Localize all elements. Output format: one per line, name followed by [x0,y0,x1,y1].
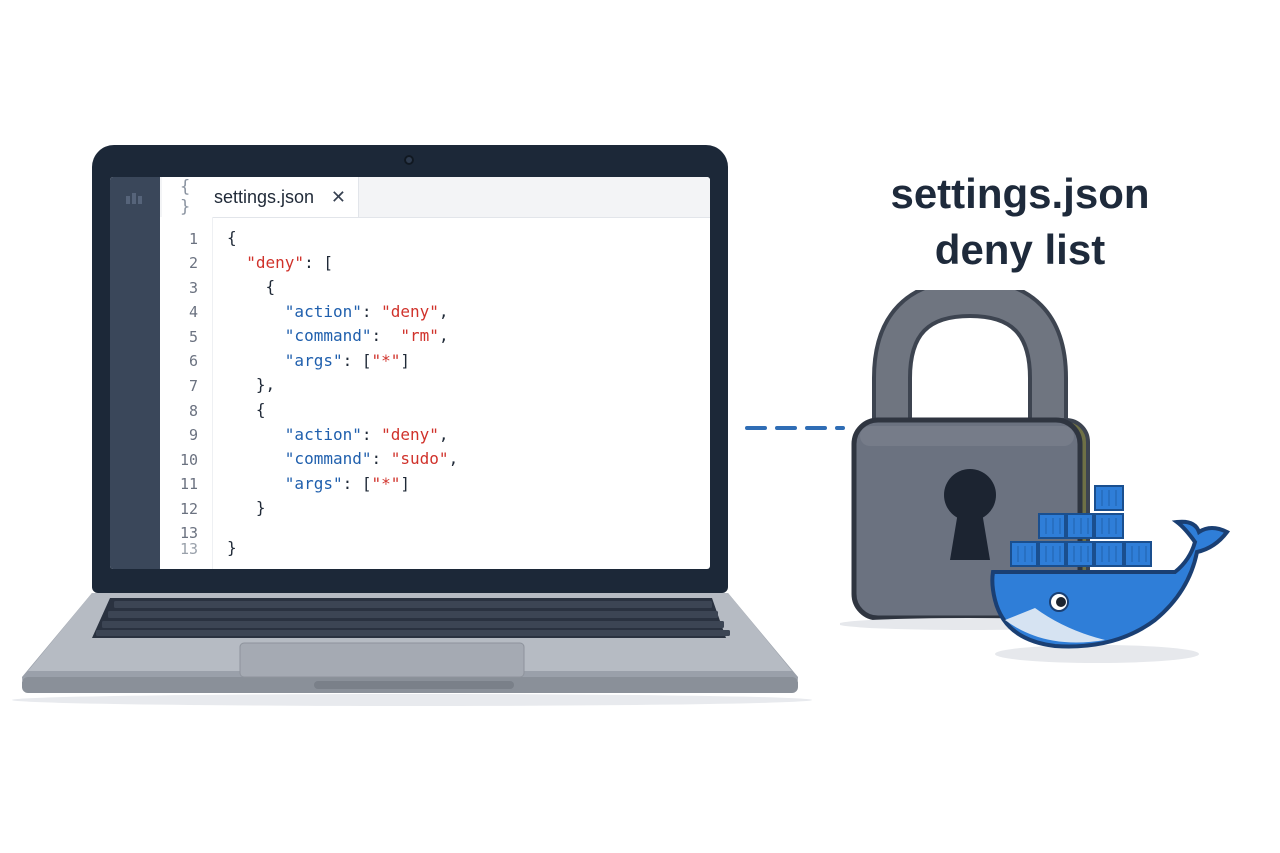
code-line-14: } [227,538,237,557]
activity-bar [110,177,160,569]
key-row-4 [96,630,730,636]
line-number: 9 [188,426,198,444]
line-number: 7 [188,377,198,395]
line-number: 13 [179,540,198,558]
editor-window: { } settings.json ✕ 1 2 3 4 5 6 7 8 9 10… [110,177,710,569]
line-number: 8 [188,402,198,420]
line-number: 3 [188,279,198,297]
code-line-4: "action": "deny", [284,302,449,321]
code-line-8: { [255,400,266,419]
code-line-6: "args": ["*"] [284,351,411,370]
tab-bar: { } settings.json ✕ [160,177,710,218]
code-line-7: }, [255,375,276,394]
code-line-3: { [265,277,276,296]
tab-settings-json[interactable]: { } settings.json ✕ [162,177,359,217]
line-number: 1 [188,230,198,248]
webcam [404,155,414,165]
line-number-gutter: 1 2 3 4 5 6 7 8 9 10 11 12 13 13 [160,217,213,569]
key-row-1 [114,601,712,608]
line-number: 13 [179,524,198,542]
code-line-5: "command": "rm", [284,326,449,345]
tab-label: settings.json [214,186,315,207]
code-line-12: } [255,498,266,517]
trackpad [239,642,525,678]
close-icon[interactable]: ✕ [330,186,346,208]
keyboard [96,601,730,636]
explorer-icon[interactable] [125,191,147,205]
line-number: 4 [188,303,198,321]
page-title: settings.json deny list [840,166,1200,278]
docker-whale-icon [990,485,1231,663]
curly-braces-icon: { } [180,177,191,217]
line-number: 10 [179,451,198,469]
line-number: 2 [188,254,198,272]
title-line-2: deny list [934,226,1106,273]
line-number: 6 [188,352,198,370]
key-row-3 [102,621,724,628]
line-number: 11 [179,475,198,493]
laptop-shadow [12,694,812,706]
line-number: 12 [179,500,198,518]
code-line-11: "args": ["*"] [284,474,411,493]
code-line-2: "deny": [ [246,253,333,272]
dashed-connector [745,426,845,430]
line-number: 5 [188,328,198,346]
laptop-base [22,593,798,693]
key-row-2 [108,611,718,618]
code-line-9: "action": "deny", [284,425,449,444]
code-line-10: "command": "sudo", [284,449,459,468]
title-line-1: settings.json [890,170,1150,217]
code-line-1: { [227,228,237,247]
